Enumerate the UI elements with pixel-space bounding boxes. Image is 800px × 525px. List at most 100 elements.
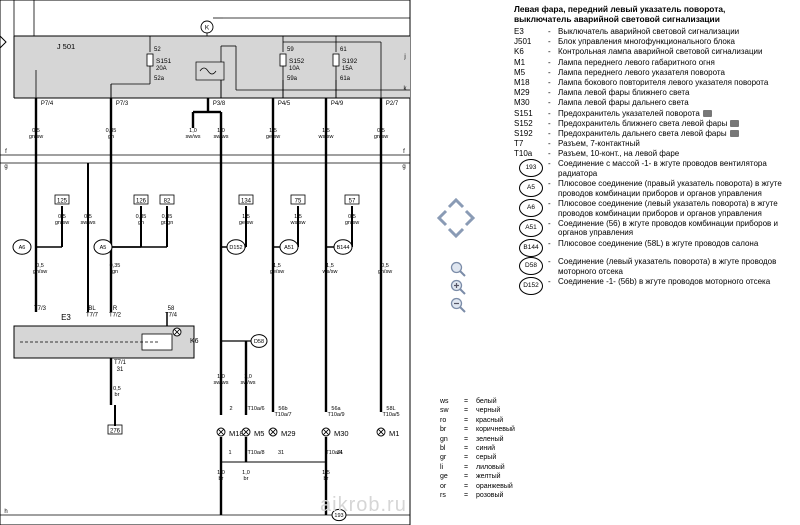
bus-label-g: g	[402, 164, 405, 170]
reference-box	[159, 194, 175, 205]
reference-box	[238, 194, 254, 205]
legend-item: S192-Предохранитель дальнего света левой…	[514, 129, 796, 139]
legend-description: Соединение (левый указатель поворота) в …	[558, 257, 777, 276]
legend-description: Разъем, 10-конт., на левой фаре	[558, 149, 680, 159]
node-label: A51	[284, 245, 294, 251]
wire-color-row: sw=черный	[440, 407, 501, 415]
ground-connection	[331, 508, 347, 522]
connection-node	[279, 239, 299, 255]
wire-color-row: or=оранжевый	[440, 482, 513, 490]
camera-icon[interactable]	[702, 109, 712, 117]
reference-label: 57	[349, 199, 356, 205]
pan-down-icon	[447, 227, 465, 239]
connection-node	[12, 239, 32, 255]
lamp-cross	[377, 428, 385, 436]
legend-description: Предохранитель ближнего света левой фары	[558, 119, 796, 129]
fuse-symbol	[279, 53, 287, 67]
switch-out-pin: T7/1	[114, 360, 127, 366]
legend-description: Лампа левой фары дальнего света	[558, 98, 689, 108]
connection-node	[333, 239, 353, 255]
legend-code: D152	[514, 276, 548, 295]
legend-description: Плюсовое соединение (левый указатель пов…	[558, 199, 778, 218]
lamp-pin-label: 2	[229, 406, 232, 412]
camera-icon[interactable]	[729, 129, 739, 137]
zoom-in-button[interactable]	[450, 261, 466, 277]
zoom-reset-button[interactable]	[450, 279, 466, 295]
legend-description: Предохранитель указателей поворота	[558, 109, 796, 119]
legend-item: D58-Соединение (левый указатель поворота…	[514, 257, 796, 276]
wire-color-row: ge=желтый	[440, 473, 501, 481]
lamp-bottom-label: T10a/4	[325, 450, 342, 456]
node-label: A6	[19, 245, 26, 251]
fuse-name: S152	[289, 58, 305, 65]
legend-item: A51-Соединение (56) в жгуте проводов ком…	[514, 218, 796, 238]
wire-color-row: li=лиловый	[440, 463, 505, 471]
legend-code: A51	[514, 218, 548, 237]
legend-code: S152	[514, 118, 533, 128]
lamp-name: M5	[254, 429, 264, 438]
legend-item: J501-Блок управления многофункциональног…	[514, 37, 796, 47]
legend-item: D152-Соединение -1- (56b) в жгуте провод…	[514, 276, 796, 295]
legend-code: D58	[514, 257, 548, 276]
relay-symbol	[195, 61, 225, 81]
wire-color-row: ro=красный	[440, 416, 504, 424]
pan-right-icon	[464, 209, 476, 227]
control-unit-block	[14, 36, 410, 98]
bus-label-g: g	[4, 164, 7, 170]
pin-label: P4/5	[278, 101, 291, 107]
fuse-bottom-label: 52a	[154, 76, 165, 82]
pan-left-icon	[436, 209, 448, 227]
switch-pin-label: T7/3	[34, 306, 47, 312]
legend-code: A6	[514, 199, 548, 217]
wire-color-row: br=коричневый	[440, 426, 515, 434]
fuse-bottom-label: 59a	[287, 76, 298, 82]
left-arrow-icon	[0, 35, 7, 49]
schematic-frame	[0, 0, 411, 525]
legend-title: Левая фара, передний левый указатель пов…	[514, 4, 726, 24]
lamp-cross	[242, 428, 250, 436]
reference-label: 276	[110, 429, 121, 435]
lamp-name: M1	[389, 429, 399, 438]
wire-color-row: ws=белый	[440, 398, 497, 405]
pan-control[interactable]	[436, 196, 476, 240]
camera-icon[interactable]	[730, 119, 740, 127]
bus-label-f: f	[5, 149, 7, 155]
zoom-out-button[interactable]	[450, 297, 466, 313]
legend-item: E3-Выключатель аварийной световой сигнал…	[514, 27, 796, 37]
bus-label-h: h	[4, 509, 7, 515]
pin-label: P2/7	[386, 101, 399, 107]
lamp-name: M30	[334, 429, 349, 438]
lamp-cross	[322, 428, 330, 436]
lamp-pin-label: T10a/6	[247, 406, 264, 412]
relay-coil-icon	[199, 67, 217, 75]
reference-label: 134	[241, 199, 252, 205]
node-label: 193	[334, 513, 343, 519]
legend-description: Предохранитель дальнего света левой фары	[558, 129, 796, 139]
legend-code: B144	[514, 238, 548, 257]
legend-code: J501	[514, 37, 532, 47]
legend-item: M1-Лампа переднего левого габаритного ог…	[514, 58, 796, 68]
lamp-bottom-label: T10a/8	[247, 450, 264, 456]
fuse-rating: 10A	[289, 66, 300, 72]
reference-box	[290, 194, 306, 205]
lamp-cross	[173, 328, 181, 336]
legend-description: Плюсовое соединение (58L) в жгуте провод…	[558, 238, 759, 248]
control-unit-name: J 501	[57, 42, 75, 51]
legend-code: M18	[514, 77, 530, 87]
lamp-bottom-label: 31	[278, 450, 284, 456]
